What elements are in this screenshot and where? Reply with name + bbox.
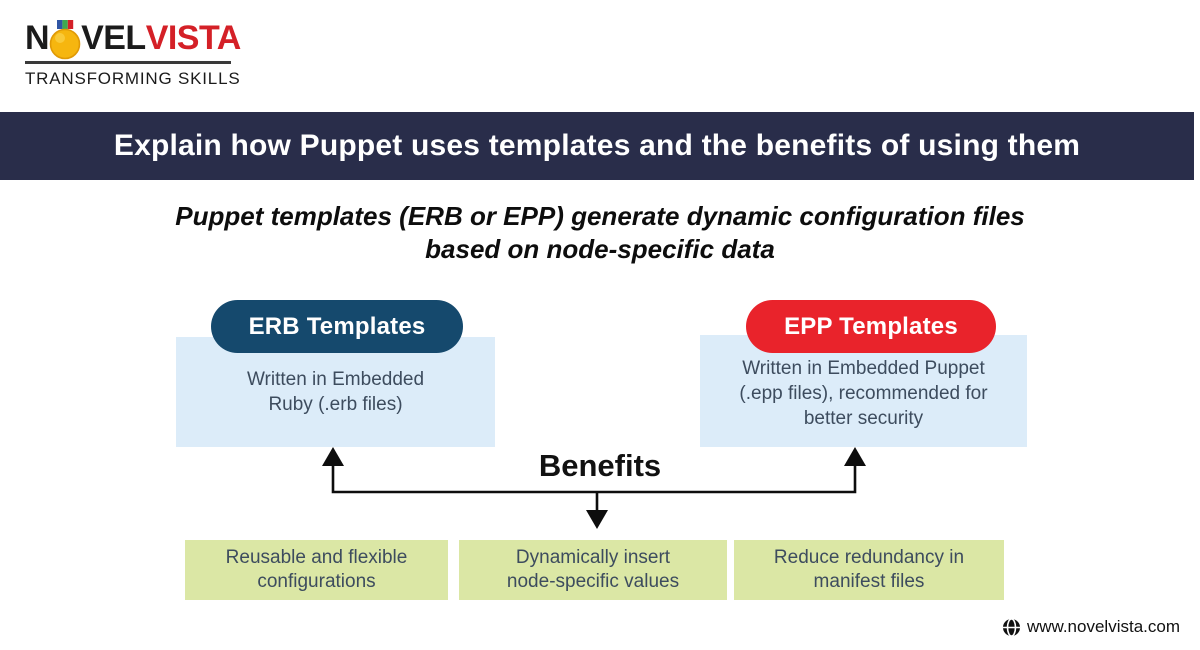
novelvista-logo: N VEL VISTA TRANSFORMING SKILLS xyxy=(25,12,241,89)
subtitle-line-2: based on node-specific data xyxy=(425,234,775,264)
erb-description: Written in Embedded Ruby (.erb files) xyxy=(247,367,424,417)
erb-templates-pill: ERB Templates xyxy=(211,300,463,353)
benefit-2-line-2: node-specific values xyxy=(506,571,680,592)
benefit-box-dynamic: Dynamically insert node-specific values xyxy=(459,540,727,600)
benefit-box-reusable: Reusable and flexible configurations xyxy=(185,540,448,600)
benefit-text: Reduce redundancy in manifest files xyxy=(774,546,964,594)
logo-text-vel: VEL xyxy=(81,19,146,57)
benefit-box-redundancy: Reduce redundancy in manifest files xyxy=(734,540,1004,600)
erb-desc-line-1: Written in Embedded xyxy=(246,369,425,390)
subtitle: Puppet templates (ERB or EPP) generate d… xyxy=(0,200,1200,266)
epp-templates-pill: EPP Templates xyxy=(746,300,996,353)
website-url: www.novelvista.com xyxy=(1026,617,1180,636)
benefit-1-line-2: configurations xyxy=(257,571,376,592)
logo-text-n: N xyxy=(25,19,50,57)
page-title: Explain how Puppet uses templates and th… xyxy=(113,129,1081,162)
epp-desc-line-2: (.epp files), recommended for xyxy=(739,383,988,404)
subtitle-line-1: Puppet templates (ERB or EPP) generate d… xyxy=(175,201,1025,231)
erb-description-box: Written in Embedded Ruby (.erb files) xyxy=(176,337,495,447)
logo-divider xyxy=(25,61,231,64)
logo-wordmark: N VEL VISTA xyxy=(25,12,241,60)
benefits-heading: Benefits xyxy=(538,448,662,483)
epp-desc-line-3: better security xyxy=(803,408,924,429)
medal-icon xyxy=(49,18,81,67)
epp-desc-line-1: Written in Embedded Puppet xyxy=(742,358,985,379)
epp-description-box: Written in Embedded Puppet (.epp files),… xyxy=(700,335,1027,447)
footer: www.novelvista.com xyxy=(1002,617,1180,637)
logo-text-vista: VISTA xyxy=(145,19,242,57)
benefit-3-line-1: Reduce redundancy in xyxy=(773,547,965,568)
benefit-3-line-2: manifest files xyxy=(813,571,925,592)
title-banner: Explain how Puppet uses templates and th… xyxy=(0,112,1194,180)
benefit-2-line-1: Dynamically insert xyxy=(515,547,671,568)
globe-icon xyxy=(1002,617,1021,637)
erb-pill-label: ERB Templates xyxy=(248,312,426,340)
benefit-text: Dynamically insert node-specific values xyxy=(507,546,679,594)
benefit-text: Reusable and flexible configurations xyxy=(226,546,408,594)
epp-description: Written in Embedded Puppet (.epp files),… xyxy=(739,356,987,431)
benefit-1-line-1: Reusable and flexible xyxy=(225,547,408,568)
logo-tagline: TRANSFORMING SKILLS xyxy=(25,69,241,88)
erb-desc-line-2: Ruby (.erb files) xyxy=(268,394,403,415)
epp-pill-label: EPP Templates xyxy=(784,312,958,340)
